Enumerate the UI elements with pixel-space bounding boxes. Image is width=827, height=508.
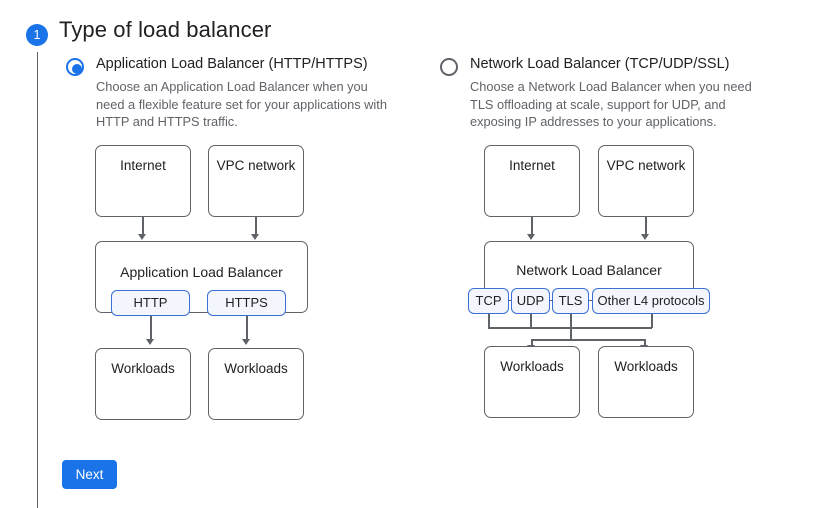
connector-split-left <box>531 339 533 348</box>
connector-bus-stem <box>570 327 572 340</box>
radio-network-load-balancer[interactable] <box>440 58 458 76</box>
protocol-chip-tcp[interactable]: TCP <box>468 288 509 314</box>
connector-tls-drop <box>570 314 572 328</box>
protocol-chip-other-l4[interactable]: Other L4 protocols <box>592 288 710 314</box>
arrow-http-to-workload <box>146 339 154 345</box>
protocol-chip-udp[interactable]: UDP <box>511 288 550 314</box>
radio-selected-dot <box>72 64 82 74</box>
protocol-chip-https[interactable]: HTTPS <box>207 290 286 316</box>
connector-vpc-to-lb <box>645 217 647 237</box>
application-load-balancer-diagram: Internet VPC network Application Load Ba… <box>90 138 320 428</box>
diagram-node-workloads-right: Workloads <box>598 346 694 418</box>
option-application-description: Choose an Application Load Balancer when… <box>96 79 387 129</box>
diagram-node-workloads-http: Workloads <box>95 348 191 420</box>
connector-internet-to-lb <box>531 217 533 237</box>
protocol-chip-http[interactable]: HTTP <box>111 290 190 316</box>
arrow-https-to-workload <box>242 339 250 345</box>
connector-internet-to-lb <box>142 217 144 237</box>
arrow-internet-to-lb <box>527 234 535 240</box>
diagram-node-workloads-left: Workloads <box>484 346 580 418</box>
connector-workload-split <box>531 339 645 341</box>
connector-https-to-workload <box>246 316 248 342</box>
radio-application-load-balancer[interactable] <box>66 58 84 76</box>
page-title: Type of load balancer <box>59 17 272 42</box>
step-rail-divider <box>36 52 38 508</box>
connector-split-right <box>644 339 646 348</box>
connector-tcp-drop <box>488 314 490 328</box>
diagram-node-vpc-network: VPC network <box>598 145 694 217</box>
step-number-badge: 1 <box>26 24 48 46</box>
connector-http-to-workload <box>150 316 152 342</box>
connector-other-l4-drop <box>651 314 653 328</box>
arrow-internet-to-lb <box>138 234 146 240</box>
next-button[interactable]: Next <box>62 460 117 489</box>
diagram-node-internet: Internet <box>95 145 191 217</box>
option-network-description: Choose a Network Load Balancer when you … <box>470 79 752 129</box>
arrow-vpc-to-lb <box>641 234 649 240</box>
diagram-node-workloads-https: Workloads <box>208 348 304 420</box>
diagram-node-internet: Internet <box>484 145 580 217</box>
option-application-label: Application Load Balancer (HTTP/HTTPS) <box>96 56 368 72</box>
connector-vpc-to-lb <box>255 217 257 237</box>
network-load-balancer-diagram: Internet VPC network Network Load Balanc… <box>468 138 718 428</box>
diagram-node-vpc-network: VPC network <box>208 145 304 217</box>
arrow-vpc-to-lb <box>251 234 259 240</box>
protocol-chip-tls[interactable]: TLS <box>552 288 589 314</box>
connector-udp-drop <box>530 314 532 328</box>
option-network-label: Network Load Balancer (TCP/UDP/SSL) <box>470 56 730 72</box>
diagram-node-application-load-balancer: Application Load Balancer <box>95 241 308 313</box>
